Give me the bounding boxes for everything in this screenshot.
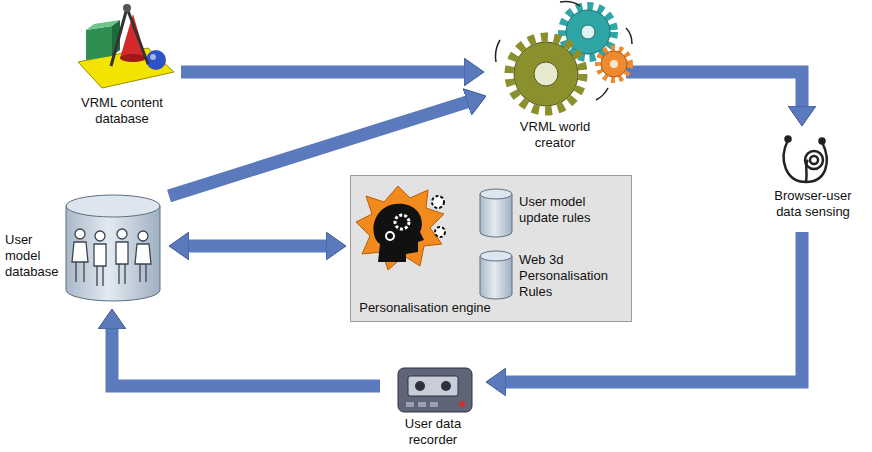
database-cylinder-part-part (138, 231, 148, 241)
node-label: User model database (5, 232, 63, 280)
recorder-icon-part (459, 401, 465, 407)
database-cylinder-part-part (140, 264, 146, 282)
database-cylinder-part-part (116, 242, 128, 264)
shapes-compass-icon-part (150, 54, 156, 60)
stethoscope-icon-part (810, 156, 818, 164)
recorder-icon-part (418, 402, 426, 407)
flow-arrow (181, 66, 466, 79)
rules-cylinders-part (480, 194, 512, 237)
node-label: Personalisation engine (355, 300, 495, 316)
rules-cylinders-part (480, 189, 512, 199)
gears-icon-part (496, 2, 633, 101)
rules-cylinders-part (480, 256, 512, 299)
recorder-icon-part (398, 368, 472, 412)
stethoscope-icon (784, 137, 827, 183)
shapes-compass-icon-part (146, 50, 166, 70)
gears-icon-part (566, 10, 610, 54)
rules-cylinders-part (480, 251, 512, 261)
database-cylinder-part-part (119, 264, 125, 284)
gears-icon-part (509, 37, 583, 111)
database-cylinder-part-part (75, 229, 85, 239)
stethoscope-icon-part (806, 160, 808, 182)
recorder-icon-part (415, 381, 425, 391)
head-gears-icon-part (373, 204, 424, 262)
node-label: Web 3d Personalisation Rules (519, 252, 625, 300)
stethoscope-icon-part (786, 137, 791, 142)
gears-icon-part (581, 25, 595, 39)
database-cylinder-part-part (76, 262, 84, 282)
gears-icon-part (514, 42, 578, 106)
node-label: VRML content database (72, 95, 172, 127)
database-cylinder-part-part (97, 266, 103, 286)
head-gears-icon (356, 186, 445, 270)
database-cylinder-part (66, 206, 160, 301)
recorder-icon-part (430, 402, 438, 407)
head-gears-icon-part (386, 232, 394, 240)
database-cylinder-part (72, 229, 151, 286)
sensing-node: Browser-user data sensing (758, 130, 868, 228)
database-cylinder-part-part (94, 244, 106, 266)
shapes-compass-icon (78, 4, 174, 88)
shapes-compass-icon-part (111, 8, 127, 66)
stethoscope-icon-part (820, 139, 825, 144)
gears-icon-part (534, 62, 558, 86)
recorder-icon-part (441, 381, 451, 391)
shapes-compass-icon-part (86, 26, 112, 60)
head-gears-icon-part (435, 227, 445, 237)
database-cylinder-part-part (72, 242, 88, 262)
flow-arrow (626, 72, 802, 108)
head-gears-icon-part (432, 196, 444, 208)
database-cylinder-part (66, 195, 160, 217)
recorder-icon-part (406, 402, 414, 407)
gears-icon (496, 2, 633, 112)
head-gears-icon-part (356, 186, 444, 270)
gears-icon-part (598, 48, 630, 80)
node-label: Browser-user data sensing (768, 188, 858, 220)
database-cylinder-part-part (135, 244, 151, 264)
node-label: VRML world creator (510, 119, 600, 151)
recorder-icon-part (408, 376, 458, 396)
node-label: User model update rules (519, 194, 625, 226)
database-cylinder-part-part (117, 229, 127, 239)
shapes-compass-icon-part (123, 4, 131, 12)
shapes-compass-icon-part (127, 8, 148, 64)
flow-arrow (187, 240, 328, 253)
gears-icon-part (610, 60, 618, 68)
recorder-icon (398, 368, 472, 412)
head-gears-icon-part (395, 215, 409, 229)
stethoscope-icon-part (784, 140, 827, 182)
gears-icon-part (601, 51, 627, 77)
database-cylinder-part-part (95, 231, 105, 241)
shapes-compass-icon-part (120, 54, 146, 62)
rules-cylinders (480, 189, 512, 299)
node-label: User data recorder (384, 416, 482, 448)
database-cylinder (66, 195, 160, 301)
flow-arrow (112, 327, 380, 386)
